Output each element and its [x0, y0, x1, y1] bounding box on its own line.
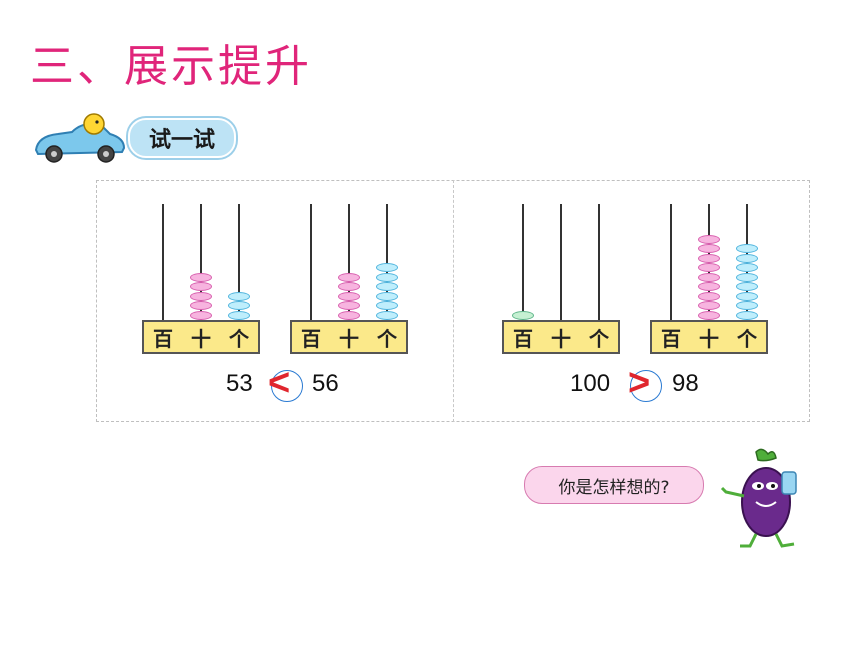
tens-bead: [698, 244, 720, 253]
ones-bead: [376, 263, 398, 272]
eggplant-character-icon: [720, 448, 797, 548]
tens-bead: [698, 310, 720, 320]
label-tens: 十: [191, 326, 211, 351]
ones-bead: [376, 272, 398, 282]
tens-bead: [338, 301, 360, 310]
ones-bead: [376, 291, 398, 301]
compare-right-number: 56: [312, 370, 339, 397]
rod-hundreds: [162, 204, 164, 320]
place-value-base: 百 十 个: [502, 320, 620, 354]
label-hundreds: 百: [301, 326, 321, 351]
label-ones: 个: [229, 326, 249, 351]
ones-bead: [736, 310, 758, 320]
rod-hundreds: [670, 204, 672, 320]
label-hundreds: 百: [661, 326, 681, 351]
tens-bead: [698, 234, 720, 244]
abacus-100: 百 十 个: [502, 204, 620, 354]
tens-bead: [190, 272, 212, 282]
label-hundreds: 百: [513, 326, 533, 351]
compare-left-number: 100: [570, 370, 611, 397]
tens-bead: [190, 282, 212, 291]
hundreds-bead: [512, 310, 534, 320]
tens-bead: [698, 282, 720, 291]
ones-bead: [376, 282, 398, 291]
abacus-98: 百 十 个: [650, 204, 768, 354]
label-tens: 十: [699, 326, 719, 351]
ones-bead: [376, 301, 398, 310]
compare-right-number: 98: [672, 370, 699, 397]
page-title: 三、展示提升: [30, 41, 312, 92]
label-ones: 个: [589, 326, 609, 351]
tens-bead: [338, 272, 360, 282]
place-value-base: 百 十 个: [650, 320, 768, 354]
place-value-base: 百 十 个: [290, 320, 408, 354]
ones-bead: [736, 253, 758, 263]
tens-bead: [698, 291, 720, 301]
panel-divider: [453, 180, 454, 422]
rod-tens: [560, 204, 562, 320]
tens-bead: [698, 253, 720, 263]
label-ones: 个: [737, 326, 757, 351]
speech-bubble: 你是怎样想的?: [524, 466, 704, 504]
tens-bead: [698, 272, 720, 282]
rod-ones: [386, 204, 388, 320]
tens-bead: [338, 291, 360, 301]
compare-left-number: 53: [226, 370, 253, 397]
abacus-53: 百 十 个: [142, 204, 260, 354]
ones-bead: [736, 291, 758, 301]
ones-bead: [736, 301, 758, 310]
abacus-56: 百 十 个: [290, 204, 408, 354]
tens-bead: [338, 282, 360, 291]
tens-bead: [190, 291, 212, 301]
rod-hundreds: [310, 204, 312, 320]
ones-bead: [228, 301, 250, 310]
ones-bead: [736, 282, 758, 291]
ones-bead: [736, 263, 758, 272]
tens-bead: [190, 301, 212, 310]
ones-bead: [228, 291, 250, 301]
tens-bead: [190, 310, 212, 320]
compare-symbol: <: [268, 362, 291, 404]
tens-bead: [698, 263, 720, 272]
try-it-label: 试一试: [128, 118, 236, 158]
rod-hundreds: [522, 204, 524, 320]
ones-bead: [228, 310, 250, 320]
car-icon: [34, 113, 126, 163]
ones-bead: [376, 310, 398, 320]
label-hundreds: 百: [153, 326, 173, 351]
compare-symbol: >: [628, 362, 651, 404]
label-ones: 个: [377, 326, 397, 351]
rod-tens: [348, 204, 350, 320]
compare-circle: [271, 370, 303, 402]
tens-bead: [698, 301, 720, 310]
ones-bead: [736, 272, 758, 282]
rod-ones: [598, 204, 600, 320]
rod-ones: [238, 204, 240, 320]
rod-tens: [200, 204, 202, 320]
ones-bead: [736, 244, 758, 253]
place-value-base: 百 十 个: [142, 320, 260, 354]
compare-circle: [630, 370, 662, 402]
label-tens: 十: [551, 326, 571, 351]
label-tens: 十: [339, 326, 359, 351]
tens-bead: [338, 310, 360, 320]
